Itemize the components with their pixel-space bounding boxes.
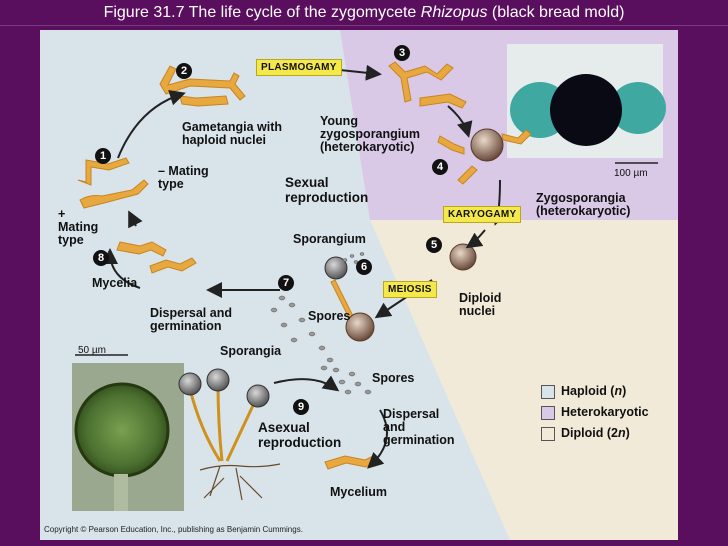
step-9-marker: 9 [293, 399, 309, 415]
legend-swatch-heterokaryotic [541, 406, 555, 420]
meiosis-label: MEIOSIS [383, 281, 437, 298]
step-8-marker: 8 [93, 250, 109, 266]
legend-haploid: Haploid (n) [561, 384, 627, 398]
step-4-marker: 4 [432, 159, 448, 175]
karyogamy-label: KARYOGAMY [443, 206, 522, 223]
sporangia-illustration [178, 368, 281, 501]
legend-swatch-haploid [541, 385, 555, 399]
legend-swatch-diploid [541, 427, 555, 441]
copyright-note: Copyright © Pearson Education, Inc., pub… [44, 525, 303, 534]
plasmogamy-label: PLASMOGAMY [256, 59, 342, 76]
diploid-region [370, 220, 678, 540]
diagram-panel: 1 2 3 4 5 6 7 8 9 PLASMOGAMY KARYOGAMY M… [40, 30, 678, 540]
step-7-marker: 7 [278, 275, 294, 291]
meiosis-zygosporangium-shape [345, 312, 375, 342]
step-1-marker: 1 [95, 148, 111, 164]
spores-label-mid: Spores [308, 309, 351, 323]
step-2-marker: 2 [176, 63, 192, 79]
spores-label-low: Spores [372, 371, 415, 385]
cycle-arrows [102, 64, 508, 469]
zygosporangia-label: Zygosporangia(heterokaryotic) [536, 191, 631, 218]
hyphae-group [77, 61, 532, 470]
young-zygosporangium-shape [470, 128, 504, 162]
mycelia-label: Mycelia [92, 276, 138, 290]
mycelium-label: Mycelium [330, 485, 387, 499]
legend-heterokaryotic: Heterokaryotic [561, 405, 649, 419]
scale-50um: 50 µm [78, 345, 106, 356]
legend-diploid: Diploid (2n) [561, 426, 630, 440]
sporangium-label: Sporangium [293, 232, 366, 246]
step-3-marker: 3 [394, 45, 410, 61]
diploid-zygosporangium-shape [449, 243, 477, 271]
title-divider [0, 25, 728, 26]
scale-100um: 100 µm [614, 168, 648, 179]
life-cycle-diagram [40, 30, 678, 540]
step-6-marker: 6 [356, 259, 372, 275]
step-5-marker: 5 [426, 237, 442, 253]
sporangia-label: Sporangia [220, 344, 282, 358]
sporangium-shape [324, 256, 348, 280]
figure-title: Figure 31.7 The life cycle of the zygomy… [103, 4, 625, 21]
